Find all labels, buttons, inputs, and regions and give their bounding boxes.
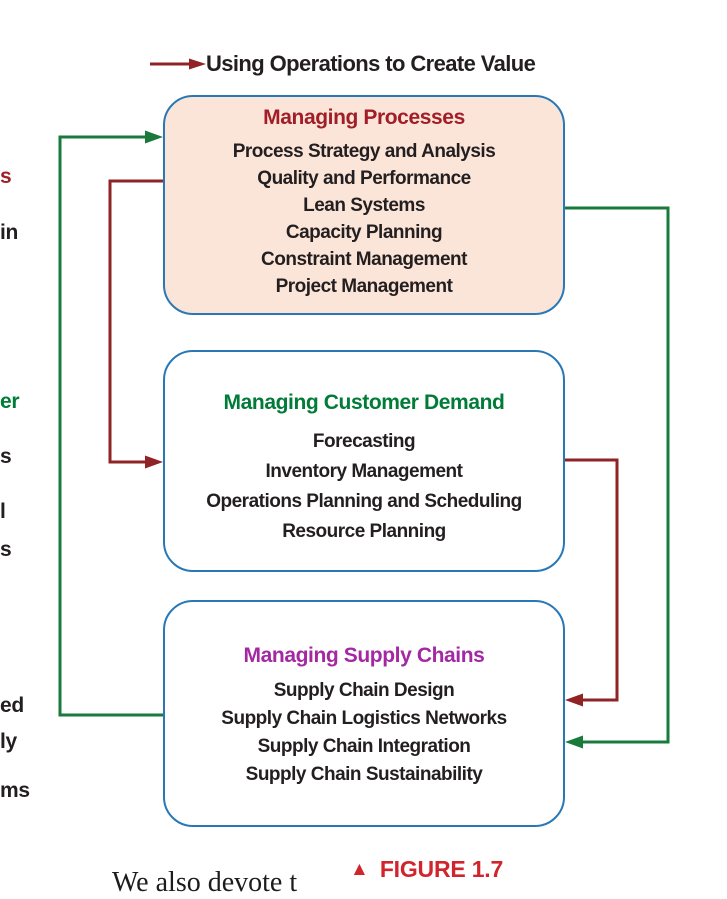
triangle-marker-icon: ▲ [350, 859, 369, 880]
box-item: Operations Planning and Scheduling [206, 491, 522, 512]
left-text-fragment: ed [0, 694, 24, 717]
box-title-managing-supply-chains: Managing Supply Chains [243, 644, 485, 667]
box-title-managing-processes: Managing Processes [263, 106, 465, 129]
left-text-fragment: ms [0, 779, 30, 802]
left-text-fragment: s [0, 165, 12, 188]
managing-processes-box: Managing Processes Process Strategy and … [163, 95, 565, 315]
box-item: Supply Chain Logistics Networks [221, 708, 507, 729]
arrow-processes-to-supply-chains-icon [565, 206, 670, 749]
box-item: Resource Planning [282, 521, 446, 542]
box-item: Constraint Management [261, 249, 467, 270]
box-item: Inventory Management [265, 461, 463, 482]
left-text-fragment: l [0, 500, 6, 523]
box-item: Quality and Performance [257, 168, 471, 189]
box-item: Capacity Planning [285, 222, 443, 243]
figure-caption-label: FIGURE 1.7 [379, 856, 504, 882]
box-item: Supply Chain Sustainability [245, 764, 483, 785]
figure-header-title: Using Operations to Create Value [206, 51, 536, 76]
box-item: Process Strategy and Analysis [232, 141, 496, 162]
box-item: Supply Chain Integration [257, 736, 471, 757]
box-item: Forecasting [312, 431, 416, 452]
box-item: Supply Chain Design [273, 680, 455, 701]
figure-caption: ▲ FIGURE 1.7 [350, 856, 503, 883]
managing-supply-chains-box: Managing Supply Chains Supply Chain Desi… [163, 600, 565, 827]
arrow-supply-chains-to-processes-icon [58, 130, 163, 717]
left-text-fragment: s [0, 445, 12, 468]
arrow-processes-to-customer-demand-icon [108, 179, 163, 469]
left-text-fragment: ly [0, 730, 17, 753]
arrow-customer-demand-to-supply-chains-icon [565, 458, 619, 707]
managing-customer-demand-box: Managing Customer Demand Forecasting Inv… [163, 350, 565, 572]
box-item: Lean Systems [303, 195, 425, 216]
box-item: Project Management [275, 276, 453, 297]
page-body-text-partial: We also devote t [112, 867, 298, 898]
box-title-managing-customer-demand: Managing Customer Demand [223, 391, 505, 414]
header-arrow-icon [150, 58, 206, 70]
left-text-fragment: in [0, 221, 19, 244]
left-text-fragment: er [0, 390, 20, 413]
left-text-fragment: s [0, 538, 12, 561]
